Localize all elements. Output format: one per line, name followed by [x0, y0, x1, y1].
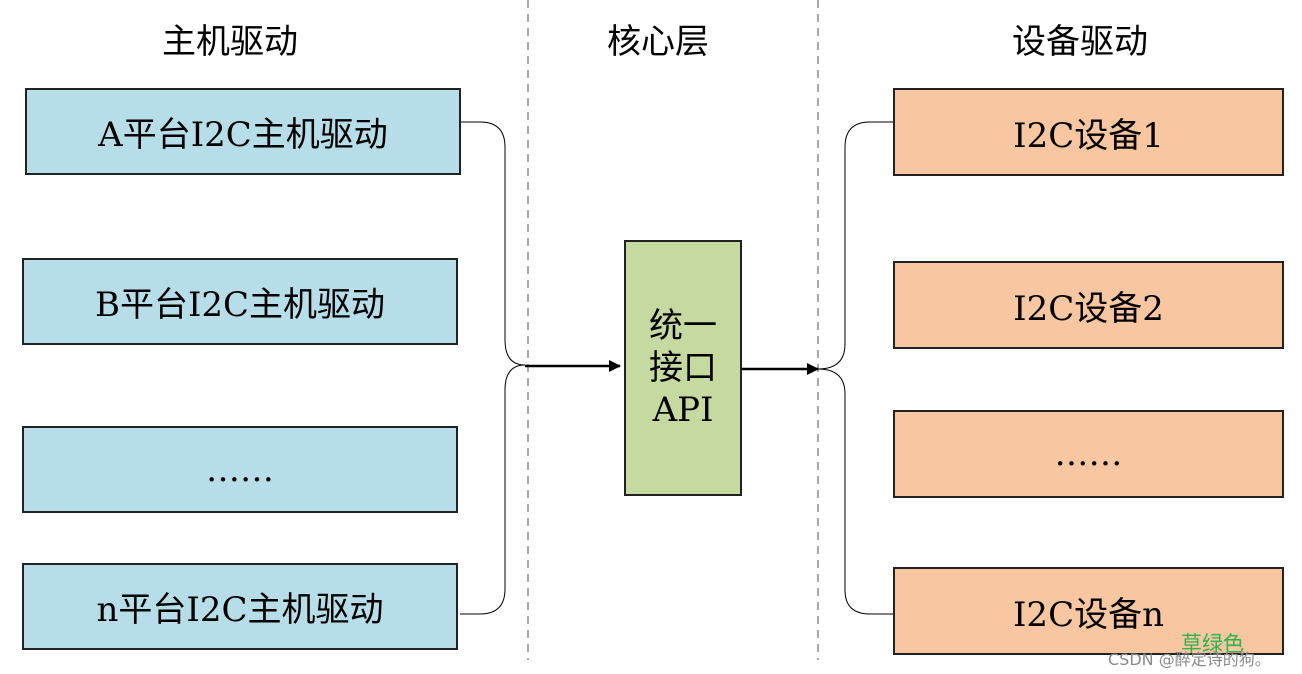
core-line-3: API [652, 390, 714, 430]
connector-device-n [817, 368, 893, 615]
connector-host-n [460, 364, 526, 615]
host-driver-n: n平台I2C主机驱动 [22, 563, 458, 650]
device-driver-n: I2C设备n [893, 567, 1284, 655]
host-driver-a: A平台I2C主机驱动 [25, 88, 461, 175]
core-unified-api-box: 统一 接口 API [624, 240, 742, 496]
watermark-brand: 草绿色 [1181, 632, 1244, 656]
host-driver-b: B平台I2C主机驱动 [22, 258, 458, 345]
host-driver-header: 主机驱动 [162, 22, 298, 62]
device-driver-header: 设备驱动 [1012, 22, 1148, 62]
device-driver-ellipsis: …… [893, 410, 1284, 498]
device-driver-1: I2C设备1 [893, 88, 1284, 176]
core-line-1: 统一 [649, 306, 717, 346]
device-driver-2: I2C设备2 [893, 261, 1284, 349]
watermark-credit: CSDN @醉定诗的狗。 [1108, 650, 1271, 669]
host-driver-ellipsis: …… [22, 426, 458, 513]
core-line-2: 接口 [649, 348, 717, 388]
connector-device-1 [817, 121, 893, 370]
core-layer-header: 核心层 [607, 22, 709, 62]
connector-host-a [460, 121, 526, 366]
